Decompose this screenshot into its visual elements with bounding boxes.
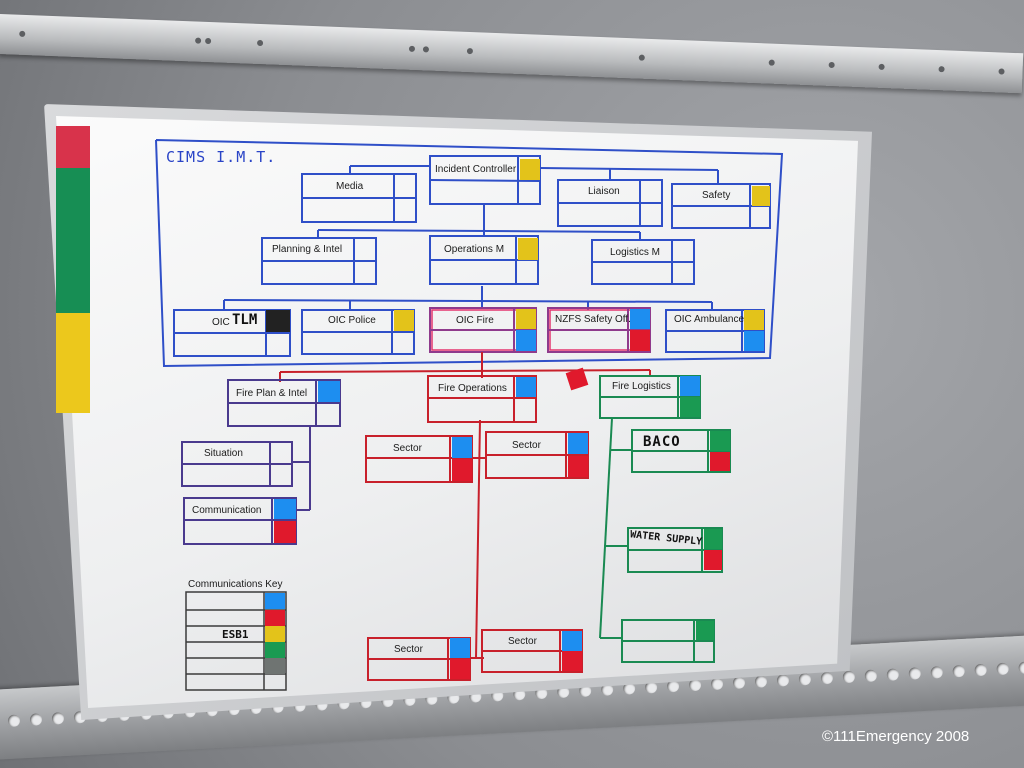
- label-fire-operations: Fire Operations: [438, 383, 507, 394]
- label-situation: Situation: [204, 448, 243, 459]
- key-magnet-blue: [265, 593, 285, 609]
- magnet-blue: [516, 330, 536, 351]
- magnet-blue: [562, 631, 582, 651]
- magnet-yellow: [520, 159, 540, 180]
- status-tab-red: [56, 126, 90, 168]
- magnet-red: [630, 330, 650, 351]
- magnet-red: [274, 521, 296, 543]
- label-sector: Sector: [508, 636, 537, 647]
- label-communication: Communication: [192, 505, 262, 516]
- magnet-green: [710, 431, 730, 451]
- magnet-red: [568, 456, 588, 477]
- magnet-yellow: [394, 310, 414, 331]
- label-nzfs-safety: NZFS Safety Off.: [555, 314, 631, 325]
- magnet-blue: [274, 499, 296, 519]
- comms-key-row-text: ESB1: [222, 628, 249, 641]
- handwritten-baco: BACO: [643, 434, 681, 450]
- magnet-red: [710, 452, 730, 471]
- board-title: CIMS I.M.T.: [166, 148, 277, 166]
- key-magnet-yellow: [265, 626, 285, 642]
- magnet-red: [452, 459, 472, 481]
- label-oic-police: OIC Police: [328, 315, 376, 326]
- label-oic-ambulance: OIC Ambulance: [674, 314, 745, 325]
- label-safety: Safety: [702, 190, 731, 201]
- handwritten-oic-name: TLM: [232, 312, 258, 328]
- key-magnet-grey: [265, 658, 285, 674]
- magnet-red: [562, 651, 582, 671]
- magnet-blue: [630, 309, 650, 329]
- label-incident-controller: Incident Controller: [435, 164, 517, 175]
- magnet-red: [450, 659, 470, 679]
- status-tab-green: [56, 168, 90, 313]
- magnet-blue: [568, 433, 588, 454]
- key-magnet-green: [265, 642, 285, 658]
- label-sector: Sector: [512, 440, 541, 451]
- comms-key-title: Communications Key: [188, 579, 283, 590]
- status-tab-yellow: [56, 313, 90, 413]
- magnet-yellow: [518, 238, 538, 260]
- magnet-blue: [318, 381, 340, 402]
- copyright-watermark: ©111Emergency 2008: [822, 728, 970, 745]
- label-media: Media: [336, 181, 364, 192]
- magnet-blue: [516, 377, 536, 397]
- magnet-blue: [452, 437, 472, 458]
- label-fire-plan-intel: Fire Plan & Intel: [236, 388, 308, 399]
- label-sector: Sector: [393, 443, 422, 454]
- key-magnet-red: [265, 610, 285, 626]
- label-logistics: Logistics M: [610, 247, 661, 258]
- magnet-yellow: [752, 186, 770, 206]
- magnet-red: [704, 550, 722, 570]
- label-oic-fire: OIC Fire: [456, 315, 494, 326]
- label-fire-logistics: Fire Logistics: [612, 381, 671, 392]
- label-sector: Sector: [394, 644, 423, 655]
- magnet-black: [266, 310, 290, 332]
- magnet-green: [680, 397, 700, 417]
- magnet-yellow: [516, 309, 536, 329]
- magnet-yellow: [744, 310, 764, 330]
- magnet-blue: [744, 331, 764, 351]
- label-operations: Operations M: [444, 244, 505, 255]
- label-planning-intel: Planning & Intel: [272, 244, 343, 255]
- magnet-green: [704, 529, 722, 549]
- label-liaison: Liaison: [588, 186, 620, 197]
- magnet-blue: [680, 376, 700, 396]
- magnet-green: [696, 621, 714, 640]
- label-oic: OIC: [212, 317, 230, 328]
- magnet-blue: [450, 638, 470, 658]
